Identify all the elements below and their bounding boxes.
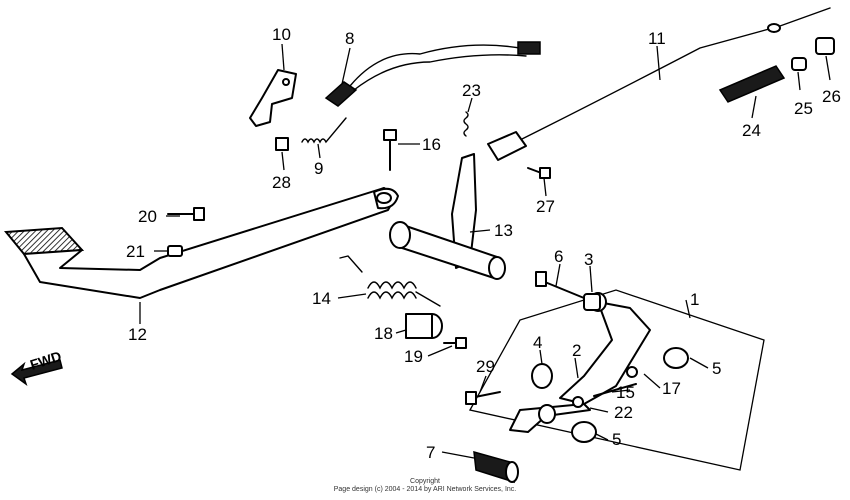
callout-11: 11 (648, 29, 666, 48)
callout-9: 9 (314, 159, 323, 178)
shift-pedal-assembly (465, 271, 765, 471)
rod-joint (791, 57, 807, 71)
adjusting-nut (815, 37, 835, 55)
bolt-16 (383, 129, 397, 171)
bolt-27 (527, 167, 551, 179)
pedal-rubber (473, 450, 519, 484)
callout-labels: 1 2 3 4 5 5 6 7 8 9 10 11 12 13 14 15 16… (126, 25, 841, 462)
switch-spring (301, 117, 347, 144)
callout-28: 28 (272, 173, 291, 192)
callout-13: 13 (494, 221, 513, 240)
callout-8: 8 (345, 29, 354, 48)
callout-6: 6 (554, 247, 563, 266)
brake-arm (389, 153, 506, 280)
small-spring (463, 111, 469, 137)
cap-bolt (443, 337, 467, 349)
rod-spring (718, 65, 786, 103)
bracket-bolt (275, 137, 289, 151)
copyright-line-2: Page design (c) 2004 - 2014 by ARI Netwo… (333, 486, 517, 493)
fwd-arrow-icon: FWD (10, 348, 63, 386)
callout-22: 22 (614, 403, 633, 422)
return-spring (339, 255, 441, 307)
switch-bracket (249, 69, 297, 127)
callout-20: 20 (138, 207, 157, 226)
callout-10: 10 (272, 25, 291, 44)
pedal-nut (167, 245, 183, 257)
leader-lines (139, 43, 831, 459)
callout-2: 2 (572, 341, 581, 360)
callout-15: 15 (616, 383, 635, 402)
spring-cap (405, 313, 443, 339)
callout-24: 24 (742, 121, 761, 140)
callout-16: 16 (422, 135, 441, 154)
callout-19: 19 (404, 347, 423, 366)
callout-4: 4 (533, 333, 542, 352)
brake-rod (487, 7, 831, 161)
pedal-bolt (167, 207, 205, 221)
callout-5b: 5 (612, 430, 621, 449)
callout-29: 29 (476, 357, 495, 376)
callout-21: 21 (126, 242, 145, 261)
callout-25: 25 (794, 99, 813, 118)
callout-14: 14 (312, 289, 331, 308)
callout-23: 23 (462, 81, 481, 100)
callout-1: 1 (690, 290, 699, 309)
callout-26: 26 (822, 87, 841, 106)
callout-18: 18 (374, 324, 393, 343)
callout-5a: 5 (712, 359, 721, 378)
callout-12: 12 (128, 325, 147, 344)
brake-pedal (4, 187, 399, 299)
callout-17: 17 (662, 379, 681, 398)
callout-27: 27 (536, 197, 555, 216)
callout-3: 3 (584, 250, 593, 269)
callout-7: 7 (426, 443, 435, 462)
copyright-line-1: Copyright (410, 478, 440, 485)
stop-switch (324, 41, 541, 107)
